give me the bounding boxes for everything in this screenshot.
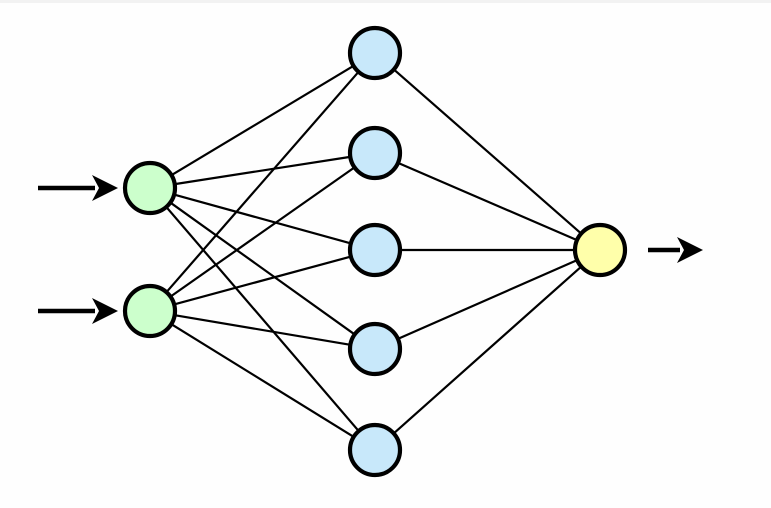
node-i2[interactable] — [122, 283, 178, 339]
node-i1[interactable] — [122, 160, 178, 216]
edge-i1-h4 — [168, 200, 357, 337]
input-arrow-bottom — [38, 298, 118, 324]
node-h3[interactable] — [347, 222, 403, 278]
output-arrow — [648, 237, 703, 263]
edge-h4-o1 — [396, 258, 579, 341]
edge-i1-h3 — [172, 193, 353, 245]
canvas-top-edge — [0, 0, 771, 3]
node-h2[interactable] — [347, 125, 403, 181]
arrows-group — [38, 175, 703, 324]
edge-i1-h5 — [164, 205, 361, 433]
node-h1[interactable] — [347, 25, 403, 81]
edge-h2-o1 — [396, 161, 579, 242]
edge-i1-h2 — [173, 155, 352, 186]
edge-i2-h4 — [172, 313, 353, 347]
node-h4[interactable] — [347, 321, 403, 377]
input-arrow-top — [38, 175, 118, 201]
edge-i2-h5 — [169, 322, 356, 439]
input-arrow-top-head — [92, 175, 118, 201]
edge-i2-h1 — [164, 69, 361, 295]
nodes-group — [122, 25, 628, 478]
edges-group — [164, 64, 584, 439]
edge-i2-h2 — [168, 165, 357, 299]
input-arrow-bottom-head — [92, 298, 118, 324]
node-h5[interactable] — [347, 422, 403, 478]
edge-i1-h1 — [169, 64, 356, 177]
edge-h1-o1 — [391, 67, 584, 236]
node-o1[interactable] — [572, 222, 628, 278]
output-arrow-head — [677, 237, 703, 263]
edge-i2-h3 — [172, 255, 353, 306]
edge-h5-o1 — [391, 264, 584, 436]
